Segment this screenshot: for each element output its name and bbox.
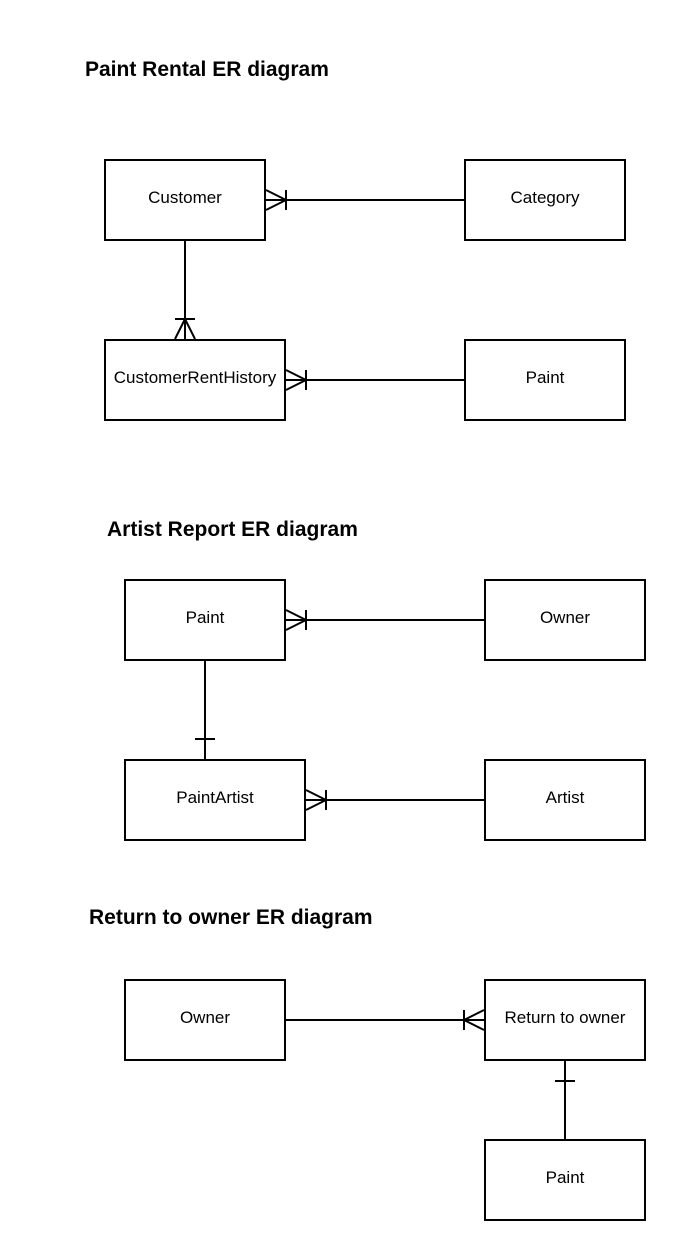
relationship-return-paint: [555, 1060, 575, 1139]
entity-paint[interactable]: Paint: [464, 339, 626, 421]
entity-owner[interactable]: Owner: [484, 579, 646, 661]
entity-owner[interactable]: Owner: [124, 979, 286, 1061]
artist-report-diagram-title: Artist Report ER diagram: [107, 518, 358, 541]
entity-artist[interactable]: Artist: [484, 759, 646, 841]
relationship-owner-paint: [285, 609, 484, 631]
relationship-customer-rent-history: [174, 240, 196, 340]
return-to-owner-diagram-title: Return to owner ER diagram: [89, 906, 373, 929]
relationship-paint-paintartist: [195, 660, 215, 759]
relationship-category-customer: [265, 189, 464, 211]
entity-paint[interactable]: Paint: [124, 579, 286, 661]
entity-paint-artist[interactable]: PaintArtist: [124, 759, 306, 841]
relationship-owner-return: [286, 1009, 485, 1031]
relationship-artist-paintartist: [305, 789, 484, 811]
entity-customer-rent-history[interactable]: CustomerRentHistory: [104, 339, 286, 421]
entity-paint[interactable]: Paint: [484, 1139, 646, 1221]
relationship-paint-rent-history: [285, 369, 464, 391]
entity-category[interactable]: Category: [464, 159, 626, 241]
entity-return-to-owner[interactable]: Return to owner: [484, 979, 646, 1061]
paint-rental-diagram-title: Paint Rental ER diagram: [85, 58, 329, 81]
